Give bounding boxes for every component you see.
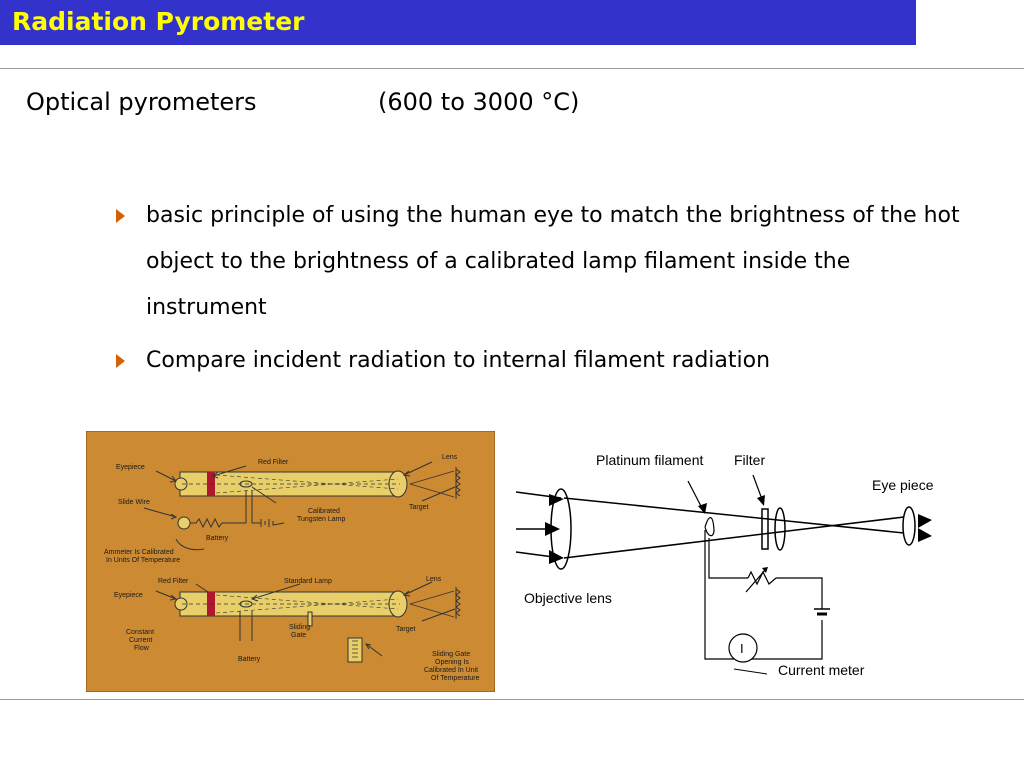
label-gate-3: Calibrated In Unit <box>424 667 478 674</box>
label-eye-piece: Eye piece <box>872 477 934 493</box>
bullet-text: basic principle of using the human eye t… <box>146 203 960 320</box>
label-platinum-filament: Platinum filament <box>596 452 703 468</box>
eye-piece-lens <box>902 506 916 546</box>
bottom-eyepiece-lens <box>174 597 188 611</box>
subtitle-range: (600 to 3000 °C) <box>378 88 580 116</box>
label-objective-lens: Objective lens <box>524 590 612 606</box>
gate-scale <box>347 637 363 663</box>
current-meter-icon <box>728 633 758 663</box>
filter-icon <box>761 508 769 550</box>
arrow-icon <box>250 583 301 602</box>
bullet-item: basic principle of using the human eye t… <box>114 193 974 331</box>
label-standard-lamp: Standard Lamp <box>284 578 332 585</box>
label-lamp-1: Calibrated <box>308 508 340 515</box>
label-lens: Lens <box>442 454 458 461</box>
top-instrument <box>143 461 461 551</box>
top-eyepiece-lens <box>174 477 188 491</box>
label-current-meter: Current meter <box>778 662 865 678</box>
label-target-2: Target <box>396 626 416 633</box>
slide-title: Radiation Pyrometer <box>12 7 305 36</box>
top-divider <box>0 68 1024 69</box>
label-lamp-2: Tungsten Lamp <box>297 516 345 523</box>
subtitle-type: Optical pyrometers <box>26 88 257 116</box>
label-red-filter: Red Filter <box>258 459 289 466</box>
label-ammeter-2: In Units Of Temperature <box>106 557 180 564</box>
label-gate-2: Opening Is <box>435 659 469 666</box>
arrow-icon <box>549 494 564 506</box>
arrow-icon <box>364 643 383 657</box>
arrow-icon <box>421 608 456 622</box>
label-battery-2: Battery <box>238 656 261 663</box>
label-battery: Battery <box>206 535 229 542</box>
arrow-icon <box>155 590 178 601</box>
slide-wire-knob <box>177 516 191 530</box>
meter-symbol: I <box>740 641 744 656</box>
arrow-icon <box>421 486 456 502</box>
bullet-text: Compare incident radiation to internal f… <box>146 348 771 373</box>
label-red-filter-2: Red Filter <box>158 578 189 585</box>
bottom-instrument <box>155 581 461 663</box>
label-constant-1: Constant <box>126 629 154 636</box>
sliding-gate <box>307 611 313 627</box>
arrow-icon <box>195 583 209 593</box>
optical-principle-diagram: I Platinum filament Filter Eye piece Obj… <box>515 452 934 678</box>
arrow-icon <box>155 470 177 483</box>
label-target: Target <box>409 504 429 511</box>
optical-pyrometer-diagram: Eyepiece Red Filter Lens Slide Wire Cali… <box>86 431 495 692</box>
label-gate-1: Sliding Gate <box>432 651 470 658</box>
label-constant-3: Flow <box>134 645 150 652</box>
slider-arrow-icon <box>745 568 767 593</box>
bullet-item: Compare incident radiation to internal f… <box>114 338 974 384</box>
eye-piece-arrows <box>918 514 932 542</box>
label-constant-2: Current <box>129 637 152 644</box>
bullet-arrow-icon <box>116 209 125 223</box>
top-target <box>455 468 461 497</box>
label-ammeter-1: Ammeter Is Calibrated <box>104 549 174 556</box>
circuit-wires <box>704 530 823 660</box>
label-sliding-1: Sliding <box>289 624 310 631</box>
label-lens-2: Lens <box>426 576 442 583</box>
label-sliding-2: Gate <box>291 632 306 639</box>
label-filter: Filter <box>734 452 765 468</box>
platinum-filament-icon <box>704 517 715 537</box>
title-bar: Radiation Pyrometer <box>0 0 916 45</box>
bullet-arrow-icon <box>116 354 125 368</box>
label-gate-4: Of Temperature <box>431 675 480 682</box>
label-slide-wire: Slide Wire <box>118 499 150 506</box>
arrow-icon <box>402 581 433 597</box>
arrow-icon <box>251 486 277 504</box>
arrow-icon <box>212 465 247 479</box>
arrow-icon <box>545 522 560 536</box>
label-eyepiece-2: Eyepiece <box>114 592 143 599</box>
resistor-icon <box>747 570 777 586</box>
field-lens <box>774 507 786 551</box>
bottom-target <box>455 588 461 617</box>
label-eyepiece: Eyepiece <box>116 464 145 471</box>
bottom-divider <box>0 699 1024 700</box>
arrow-icon <box>549 550 564 564</box>
bullet-list: basic principle of using the human eye t… <box>114 193 974 384</box>
arrow-icon <box>143 507 178 520</box>
arrow-icon <box>402 461 433 477</box>
arrow-icon <box>733 668 768 675</box>
